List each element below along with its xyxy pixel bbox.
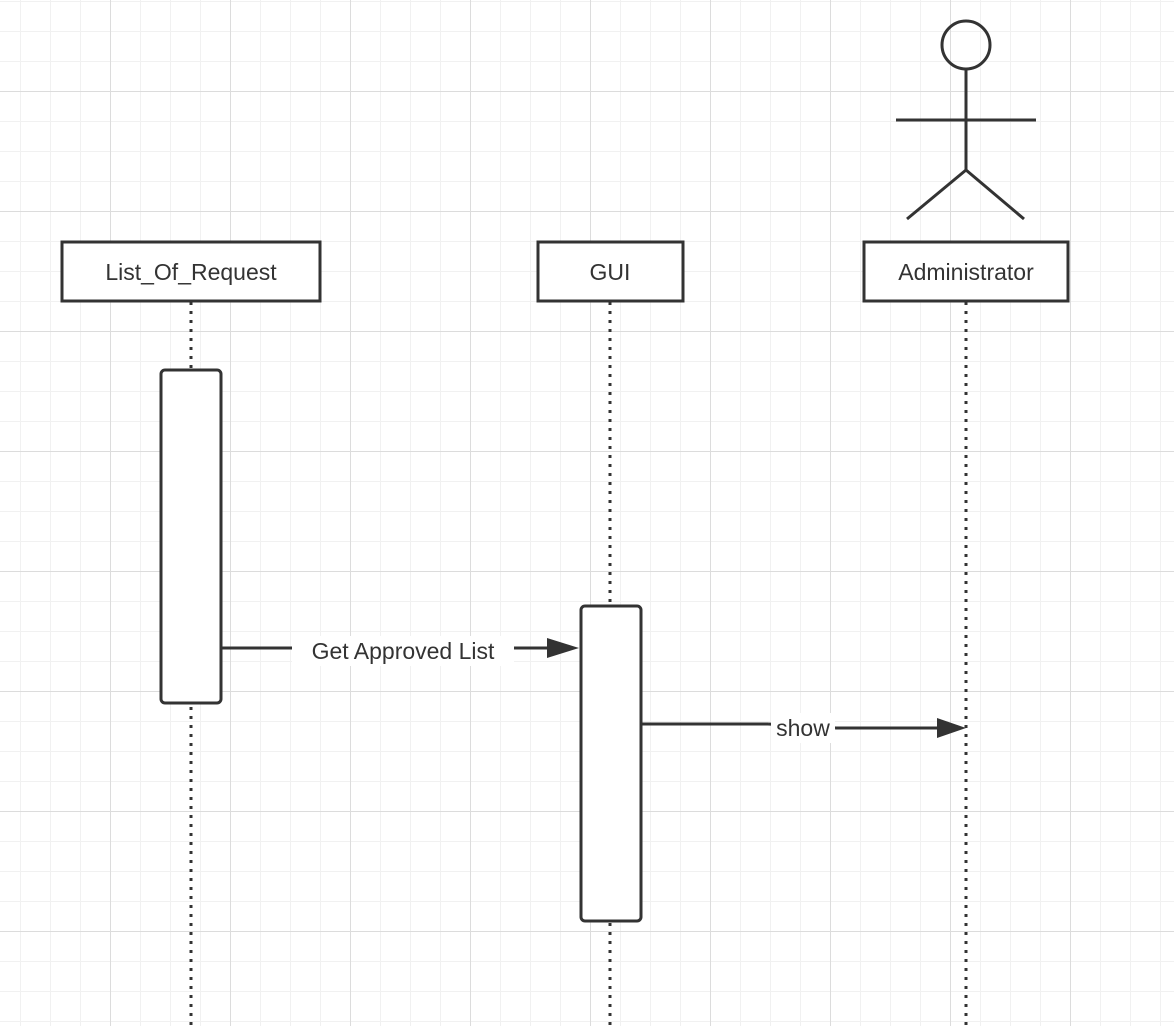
message-show[interactable]: show bbox=[641, 713, 966, 743]
participant-label-list-of-request: List_Of_Request bbox=[105, 259, 277, 285]
message-label-get-approved-list: Get Approved List bbox=[312, 638, 495, 664]
arrowhead-icon bbox=[937, 718, 966, 738]
arrowhead-icon bbox=[547, 638, 579, 658]
participant-gui[interactable]: GUI bbox=[536, 240, 685, 303]
message-label-show: show bbox=[776, 715, 830, 741]
participant-label-gui: GUI bbox=[590, 259, 631, 285]
actor-left-leg bbox=[906, 168, 967, 221]
participant-label-administrator: Administrator bbox=[898, 259, 1034, 285]
actor-head bbox=[940, 19, 992, 71]
activation-bar-gui[interactable] bbox=[579, 604, 643, 923]
participant-administrator[interactable]: Administrator bbox=[862, 240, 1070, 303]
actor-right-leg bbox=[965, 168, 1025, 221]
message-get-approved-list[interactable]: Get Approved List bbox=[221, 636, 579, 666]
participant-list-of-request[interactable]: List_Of_Request bbox=[60, 240, 322, 303]
activation-bar-list-of-request[interactable] bbox=[159, 368, 223, 705]
actor-icon bbox=[896, 19, 1036, 221]
